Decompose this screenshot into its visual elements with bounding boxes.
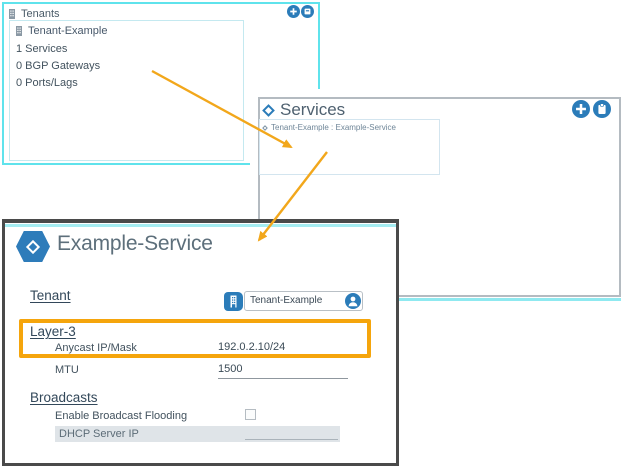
service-hexagon-icon — [16, 231, 50, 262]
section-heading-layer3[interactable]: Layer-3 — [30, 324, 76, 339]
tenant-stat-ports-lags: 0 Ports/Lags — [16, 77, 78, 89]
section-heading-tenant[interactable]: Tenant — [30, 288, 71, 303]
service-item[interactable]: Tenant-Example : Example-Service — [259, 119, 440, 175]
tenants-panel-header: Tenants — [8, 7, 60, 21]
dialog-title: Example-Service — [57, 232, 213, 255]
save-tenants-button[interactable] — [301, 5, 314, 18]
tenant-card-header: Tenant-Example — [15, 25, 108, 37]
dialog-accent-bar — [5, 224, 396, 227]
services-panel-accent — [258, 298, 621, 301]
building-icon — [8, 9, 16, 19]
tenant-stat-bgp-gateways: 0 BGP Gateways — [16, 60, 101, 72]
service-diamond-icon — [262, 124, 268, 131]
services-panel-header: Services — [262, 100, 346, 119]
services-toolbar — [572, 100, 611, 118]
mtu-label: MTU — [55, 364, 79, 376]
mtu-input[interactable]: 1500 — [218, 363, 348, 379]
services-panel-title: Services — [280, 100, 346, 119]
enable-broadcast-flooding-label: Enable Broadcast Flooding — [55, 410, 188, 422]
tenants-toolbar — [287, 5, 314, 18]
tenant-stat-services: 1 Services — [16, 43, 68, 55]
service-item-row: Tenant-Example : Example-Service — [262, 123, 396, 132]
tenant-card-title: Tenant-Example — [28, 25, 108, 37]
add-tenant-button[interactable] — [287, 5, 300, 18]
paste-service-button[interactable] — [593, 100, 611, 118]
anycast-ip-mask-label: Anycast IP/Mask — [55, 342, 137, 354]
tenant-card[interactable]: Tenant-Example 1 Services 0 BGP Gateways… — [9, 20, 244, 161]
anycast-ip-mask-input[interactable]: 192.0.2.10/24 — [218, 341, 348, 357]
building-icon — [15, 26, 23, 36]
dhcp-server-ip-row: DHCP Server IP — [55, 426, 340, 442]
service-diamond-icon — [25, 239, 41, 254]
dhcp-server-ip-label: DHCP Server IP — [59, 428, 139, 440]
service-item-label: Tenant-Example : Example-Service — [271, 123, 396, 132]
add-service-button[interactable] — [572, 100, 590, 118]
dhcp-server-ip-input — [245, 428, 338, 440]
service-diamond-icon — [262, 103, 275, 117]
tenant-field: Tenant-Example — [224, 291, 364, 312]
tenant-tag-icon[interactable] — [224, 292, 243, 311]
tenants-panel-title: Tenants — [21, 8, 60, 20]
person-icon[interactable] — [345, 293, 361, 309]
section-heading-broadcasts[interactable]: Broadcasts — [30, 390, 98, 405]
enable-broadcast-flooding-checkbox[interactable] — [245, 409, 256, 420]
tenant-input[interactable]: Tenant-Example — [244, 291, 363, 311]
service-dialog: Example-Service Tenant Tenant-Example — [2, 219, 399, 466]
